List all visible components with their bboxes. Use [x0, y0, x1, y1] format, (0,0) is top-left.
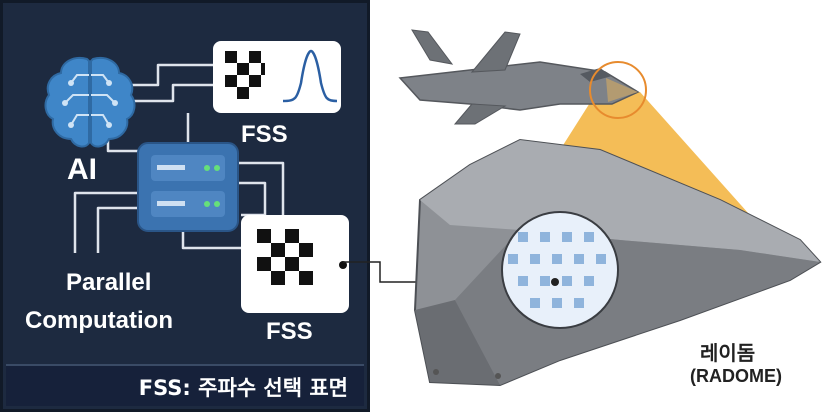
- jet-aircraft-icon: [398, 29, 640, 125]
- fss-top-card: [213, 41, 341, 113]
- caption-text: FSS: 주파수 선택 표면: [138, 376, 348, 400]
- fss-bottom-card: [241, 215, 349, 313]
- fss-top-label: FSS: [241, 121, 288, 148]
- radome-label-korean: 레이돔: [700, 341, 756, 365]
- computation-panel: AI FSS FSS Parallel Computation FSS: 주파수…: [0, 0, 370, 412]
- fss-patch-pattern: [501, 211, 619, 329]
- caption-bar: FSS: 주파수 선택 표면: [6, 364, 364, 406]
- parallel-label: Parallel: [66, 269, 152, 296]
- frequency-peak-icon: [282, 49, 338, 103]
- connector-lines: [73, 63, 285, 253]
- brain-to-fss-line-lower: [131, 83, 213, 103]
- panel-graphics: [44, 41, 349, 313]
- server-icon: [137, 142, 239, 232]
- fss-bottom-label: FSS: [266, 318, 313, 345]
- brain-to-fss-line-upper: [131, 63, 213, 87]
- nose-highlight-ring: [589, 61, 647, 119]
- connector-dot: [339, 261, 347, 269]
- brain-icon: [44, 57, 136, 148]
- radome-label-english: (RADOME): [690, 366, 782, 386]
- server-left-line-2: [96, 206, 143, 253]
- checker-pattern-icon: [257, 229, 313, 285]
- server-left-line-1: [73, 191, 143, 253]
- server-down-line: [181, 231, 241, 250]
- computation-label: Computation: [25, 307, 173, 334]
- ai-label: AI: [67, 153, 97, 186]
- checker-pattern-icon: [225, 51, 265, 99]
- patch-connector-dot: [551, 278, 559, 286]
